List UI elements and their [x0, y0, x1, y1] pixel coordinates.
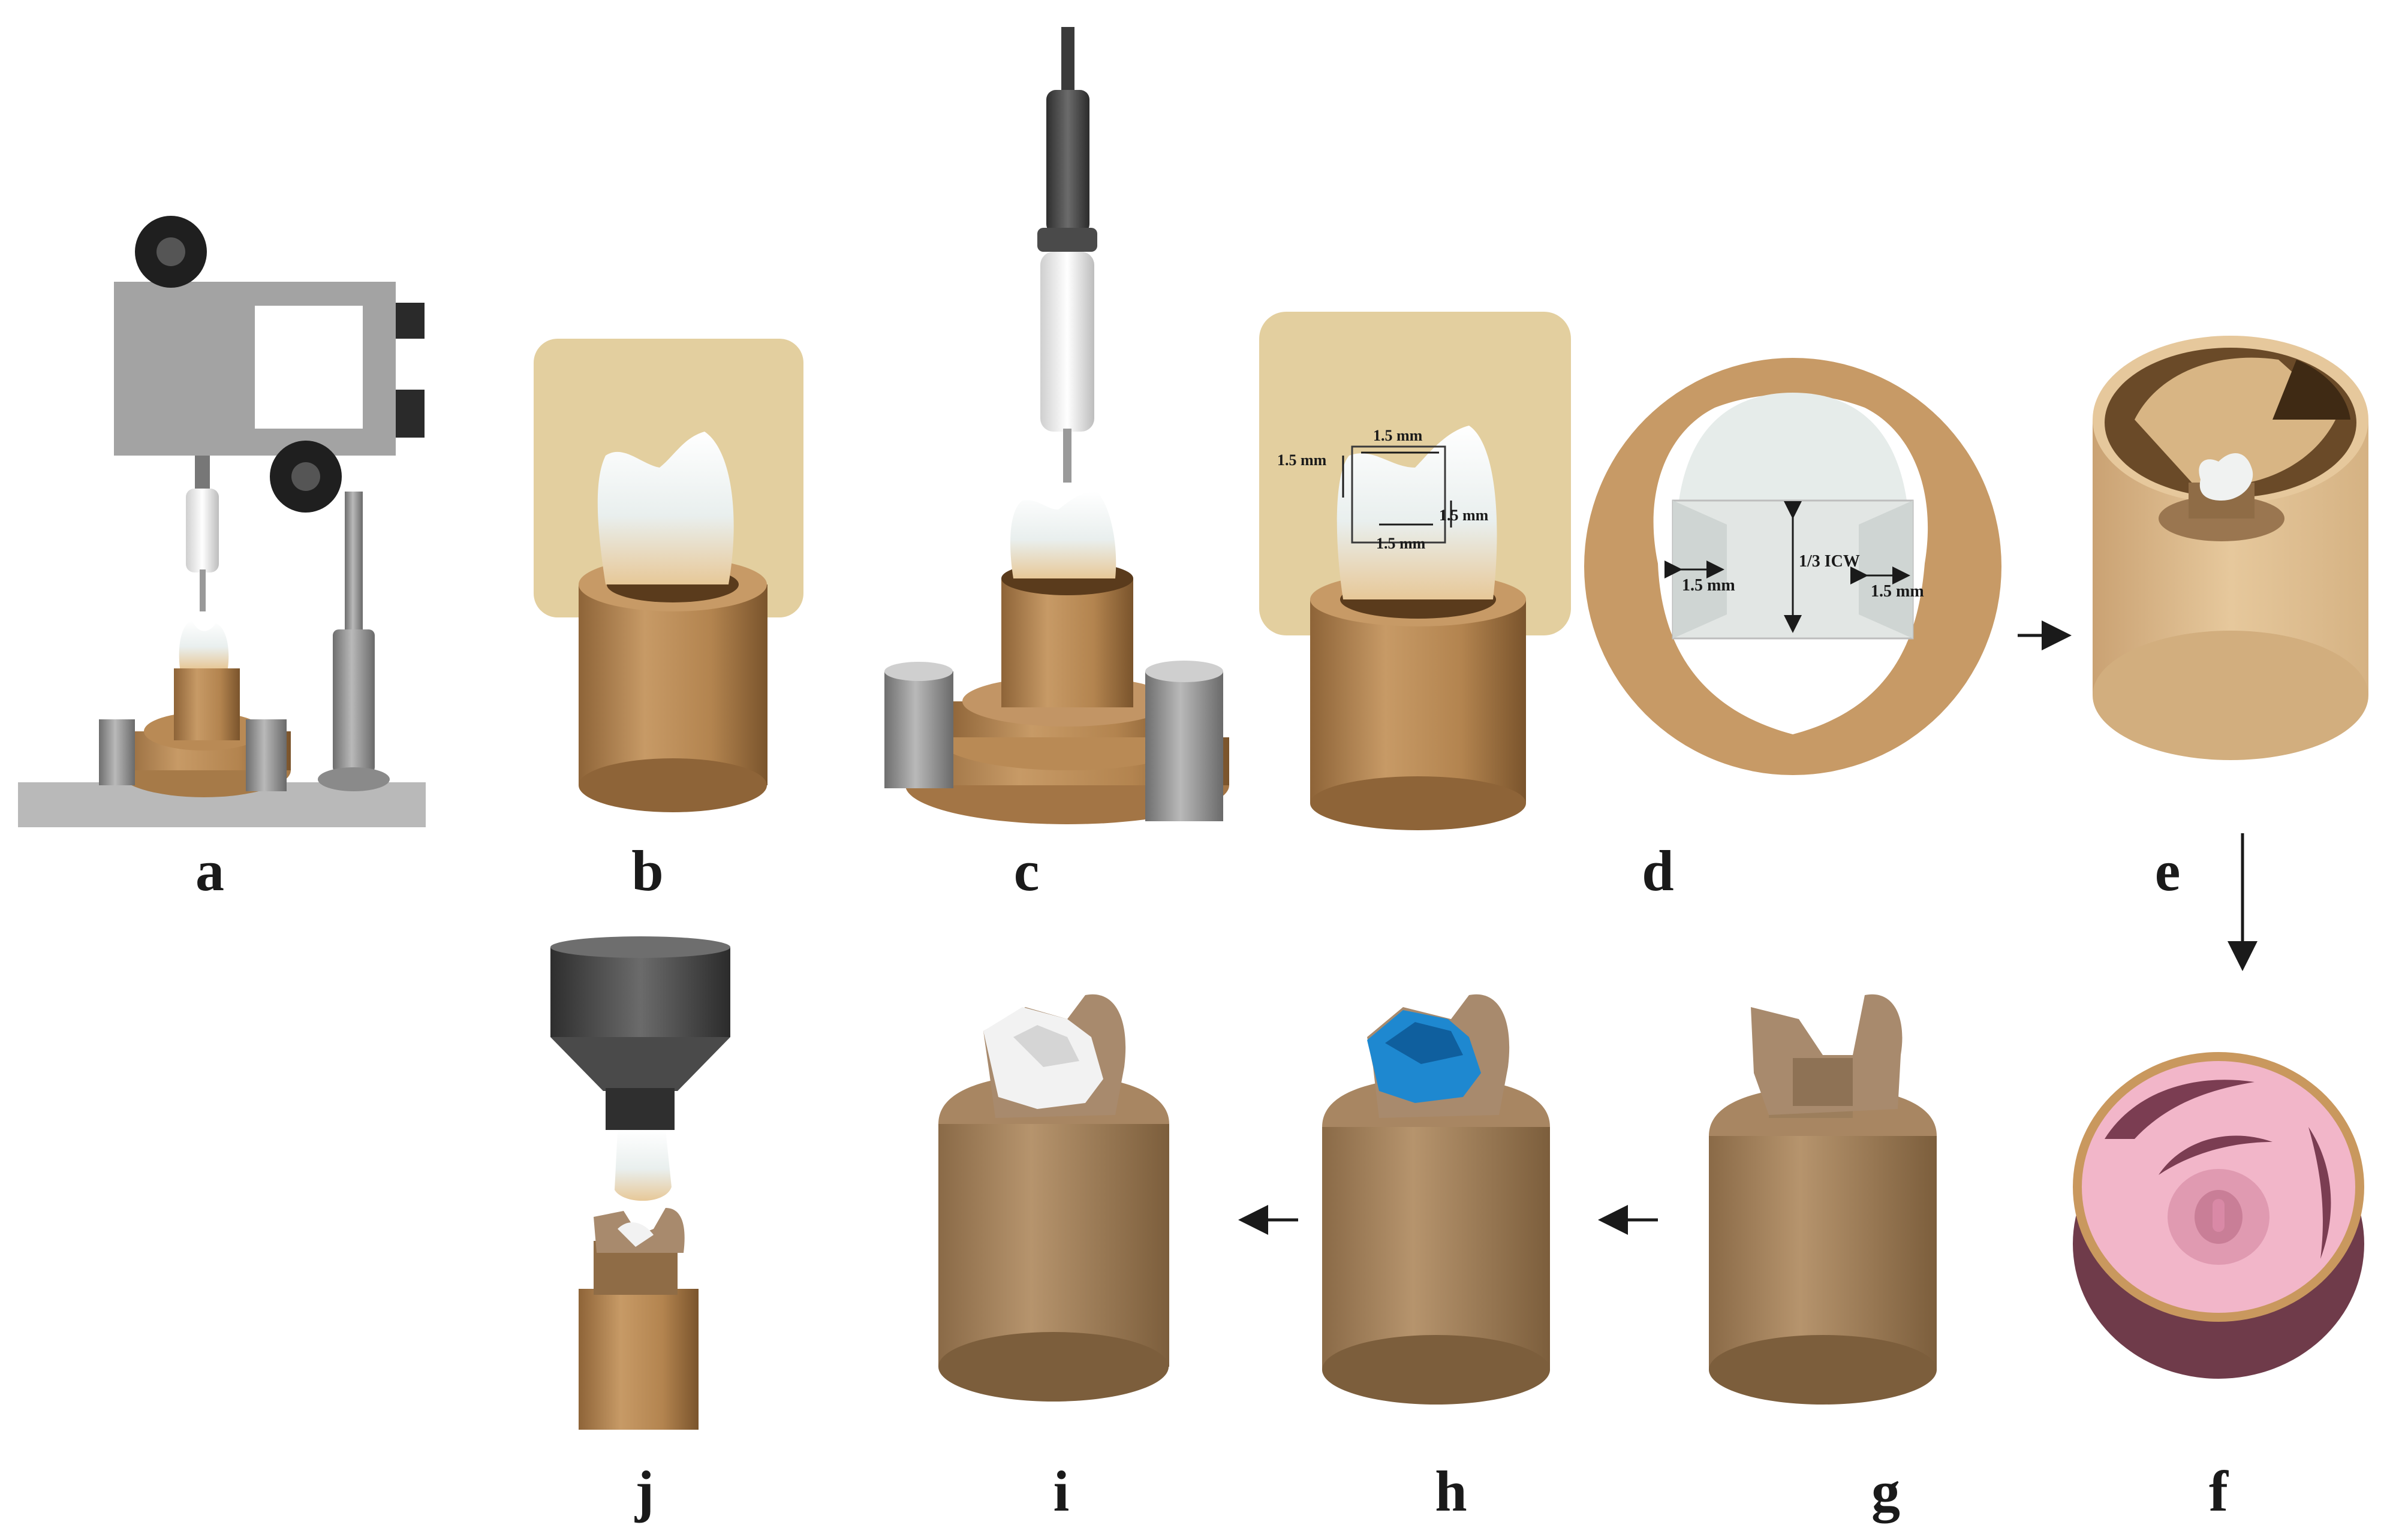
weight-stack-right — [246, 719, 287, 791]
panel-label-j: j — [634, 1459, 654, 1523]
panel-label-g: g — [1871, 1459, 1900, 1523]
panel-h-filled-tooth — [1322, 994, 1550, 1405]
weight-stack-left — [884, 671, 953, 788]
tooth-icon — [594, 1208, 685, 1253]
drill-bur — [1063, 429, 1071, 483]
panel-a-machine — [18, 216, 426, 827]
panel-d-occlusal-view: 1/3 ICW 1.5 mm 1.5 mm — [1584, 358, 2001, 775]
panel-j-fracture-test — [550, 936, 730, 1430]
panel-label-b: b — [631, 839, 663, 903]
drill-handpiece — [1046, 90, 1089, 234]
tooth-icon — [1751, 994, 1903, 1115]
tooth-icon — [179, 620, 229, 668]
weight-stack-right — [1145, 671, 1223, 821]
dimension-label-left: 1.5 mm — [1277, 451, 1327, 469]
panel-label-a: a — [195, 839, 224, 903]
dimension-label-right: 1.5 mm — [1439, 507, 1489, 524]
drill-cable — [1061, 27, 1074, 99]
dimension-label-right: 1.5 mm — [1871, 582, 1924, 601]
mount-cylinder — [938, 1124, 1169, 1367]
panel-i-restored-tooth — [938, 994, 1169, 1402]
panel-b-tooth-mount — [534, 339, 803, 812]
drill-head — [1040, 252, 1094, 432]
panel-d-cavity-dimensions: 1.5 mm 1.5 mm 1.5 mm 1.5 mm — [1259, 312, 1571, 830]
dimension-label-bottom: 1.5 mm — [1376, 535, 1426, 552]
panel-label-d: d — [1642, 839, 1673, 903]
tooth-icon — [597, 432, 734, 584]
mount-cylinder — [1709, 1136, 1937, 1370]
panel-e-mould-cup — [2093, 336, 2368, 760]
dimension-label-left: 1.5 mm — [1682, 576, 1735, 595]
panel-label-c: c — [1014, 839, 1040, 903]
tooth-icon — [1337, 426, 1497, 599]
tooth-icon — [2199, 453, 2253, 501]
panel-label-h: h — [1435, 1459, 1467, 1523]
weight-stack-left — [99, 719, 135, 785]
specimen-cylinder — [579, 1289, 699, 1430]
panel-label-f: f — [2209, 1459, 2229, 1523]
indenter-tooth-icon — [615, 1130, 672, 1201]
panel-g-prepared-tooth — [1709, 994, 1937, 1405]
dimension-label-top: 1.5 mm — [1373, 427, 1423, 444]
panel-label-i: i — [1054, 1459, 1070, 1523]
mount-cylinder — [1322, 1127, 1550, 1370]
machine-knob-upper — [396, 303, 425, 339]
machine-window — [255, 306, 363, 429]
mount-cylinder — [1310, 599, 1526, 803]
cavity-outline — [1351, 445, 1446, 544]
dimension-label-icw: 1/3 ICW — [1799, 552, 1860, 571]
panel-f-silicone-mould — [2073, 1052, 2364, 1379]
panel-c-preparation — [884, 27, 1229, 824]
load-cell-head — [550, 947, 730, 1037]
machine-plunger — [186, 489, 219, 572]
tooth-icon — [1010, 492, 1116, 578]
mount-cylinder — [579, 584, 767, 785]
machine-knob-lower — [396, 390, 425, 438]
panel-label-e: e — [2155, 839, 2181, 903]
